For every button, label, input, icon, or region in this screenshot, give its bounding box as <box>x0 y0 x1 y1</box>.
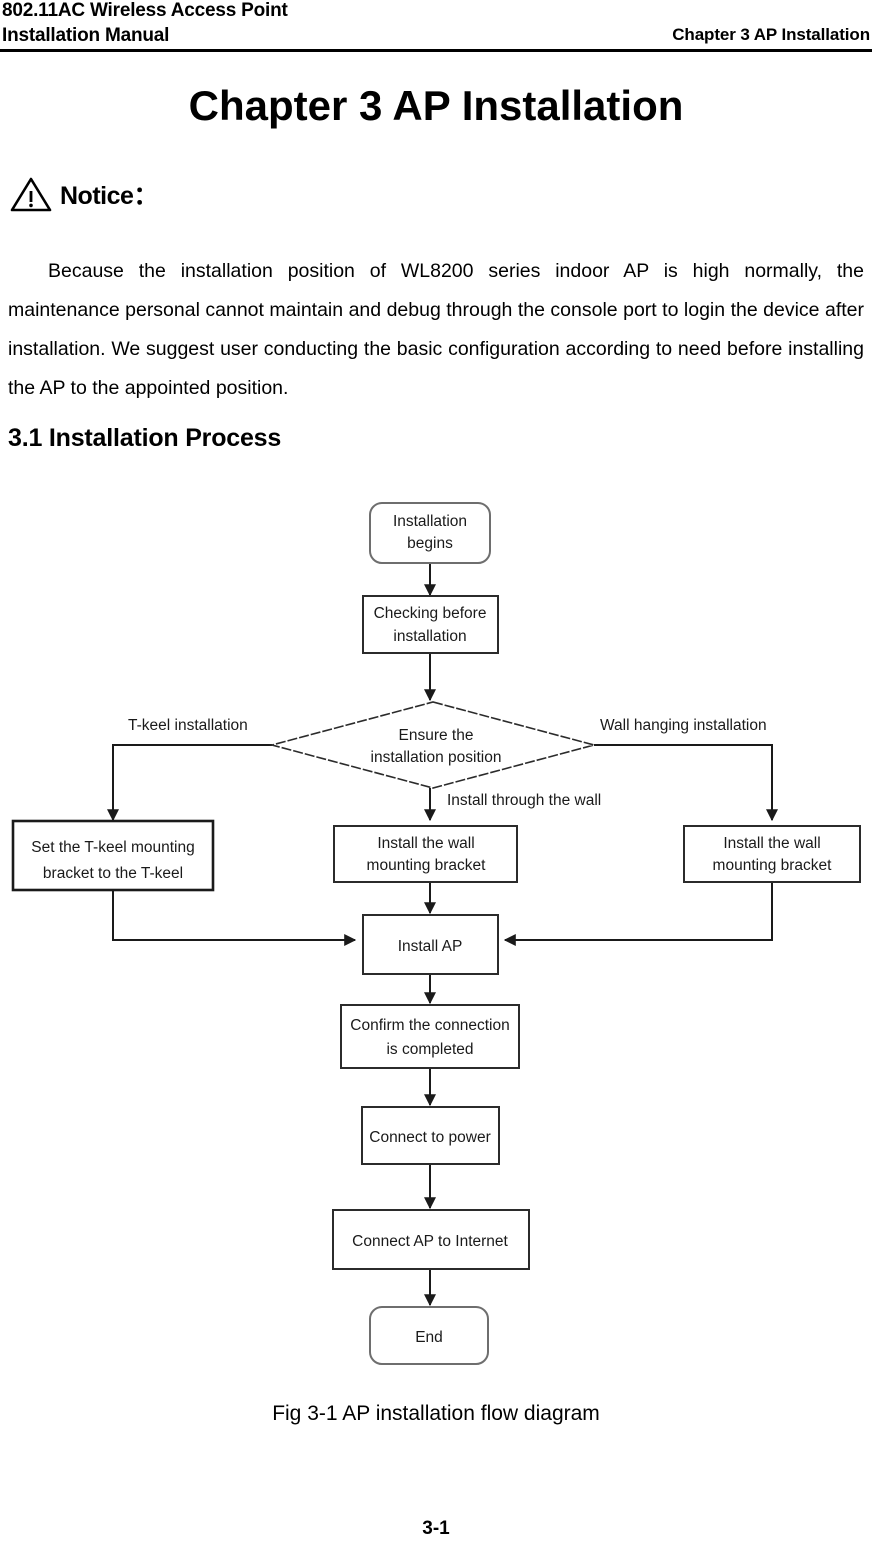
flow-node-start-line1: Installation <box>393 513 467 530</box>
flow-node-start-line2: begins <box>407 535 453 552</box>
notice-block: Notice： <box>10 176 158 212</box>
flow-node-install-ap: Install AP <box>362 914 499 975</box>
header-chapter-label: Chapter 3 AP Installation <box>672 25 870 44</box>
flow-node-connect-internet-label: Connect AP to Internet <box>352 1233 508 1250</box>
flow-node-wall-bracket-center-line1: Install the wall <box>377 835 474 852</box>
flow-node-connect-power: Connect to power <box>361 1106 500 1165</box>
flow-node-end: End <box>369 1306 489 1365</box>
page-title: Chapter 3 AP Installation <box>188 82 684 129</box>
section-heading: 3.1 Installation Process <box>8 424 282 452</box>
flow-node-decision-line1: Ensure the <box>399 727 474 744</box>
header-rows: 802.11AC Wireless Access Point Installat… <box>0 0 872 50</box>
page-header: 802.11AC Wireless Access Point Installat… <box>0 0 872 52</box>
notice-paragraph: Because the installation position of WL8… <box>8 260 864 399</box>
flow-node-tkeel-bracket: Set the T-keel mounting bracket to the T… <box>11 819 215 892</box>
flow-node-decision-line2: installation position <box>371 749 502 766</box>
flow-edge-label-wall-hanging: Wall hanging installation <box>600 717 767 734</box>
flow-node-tkeel-bracket-line2: bracket to the T-keel <box>43 865 183 882</box>
flow-node-wall-bracket-center-line2: mounting bracket <box>367 857 487 874</box>
header-title-line1: 802.11AC Wireless Access Point <box>2 0 288 21</box>
flow-node-confirm-line2: is completed <box>386 1041 473 1058</box>
header-divider <box>0 49 872 52</box>
notice-label: Notice： <box>60 182 158 210</box>
flow-node-confirm-line1: Confirm the connection <box>350 1017 509 1034</box>
flow-node-install-ap-label: Install AP <box>398 938 463 955</box>
flow-edge-label-through-wall: Install through the wall <box>447 792 601 809</box>
flow-node-checking: Checking before installation <box>362 595 499 654</box>
flow-node-checking-line1: Checking before <box>374 605 487 622</box>
warning-triangle-icon <box>10 176 52 212</box>
flow-node-wall-bracket-right: Install the wall mounting bracket <box>683 825 861 883</box>
flow-node-wall-bracket-right-line1: Install the wall <box>723 835 820 852</box>
flow-node-start: Installation begins <box>369 502 491 564</box>
ap-installation-flow-diagram: Installation begins Checking before inst… <box>0 478 872 1388</box>
page-number: 3-1 <box>422 1518 450 1539</box>
flow-node-decision: Ensure the installation position <box>268 701 598 789</box>
flow-edge-label-tkeel: T-keel installation <box>128 717 248 734</box>
flow-node-wall-bracket-right-line2: mounting bracket <box>713 857 833 874</box>
flow-node-confirm: Confirm the connection is completed <box>340 1004 520 1069</box>
figure-caption: Fig 3-1 AP installation flow diagram <box>272 1402 600 1425</box>
flow-node-end-label: End <box>415 1329 443 1346</box>
flow-node-connect-internet: Connect AP to Internet <box>332 1209 530 1270</box>
header-title-line2: Installation Manual <box>2 25 170 46</box>
flow-node-tkeel-bracket-line1: Set the T-keel mounting <box>31 839 194 856</box>
flow-node-connect-power-label: Connect to power <box>369 1129 491 1146</box>
flow-node-checking-line2: installation <box>393 628 466 645</box>
flow-node-wall-bracket-center: Install the wall mounting bracket <box>333 825 518 883</box>
